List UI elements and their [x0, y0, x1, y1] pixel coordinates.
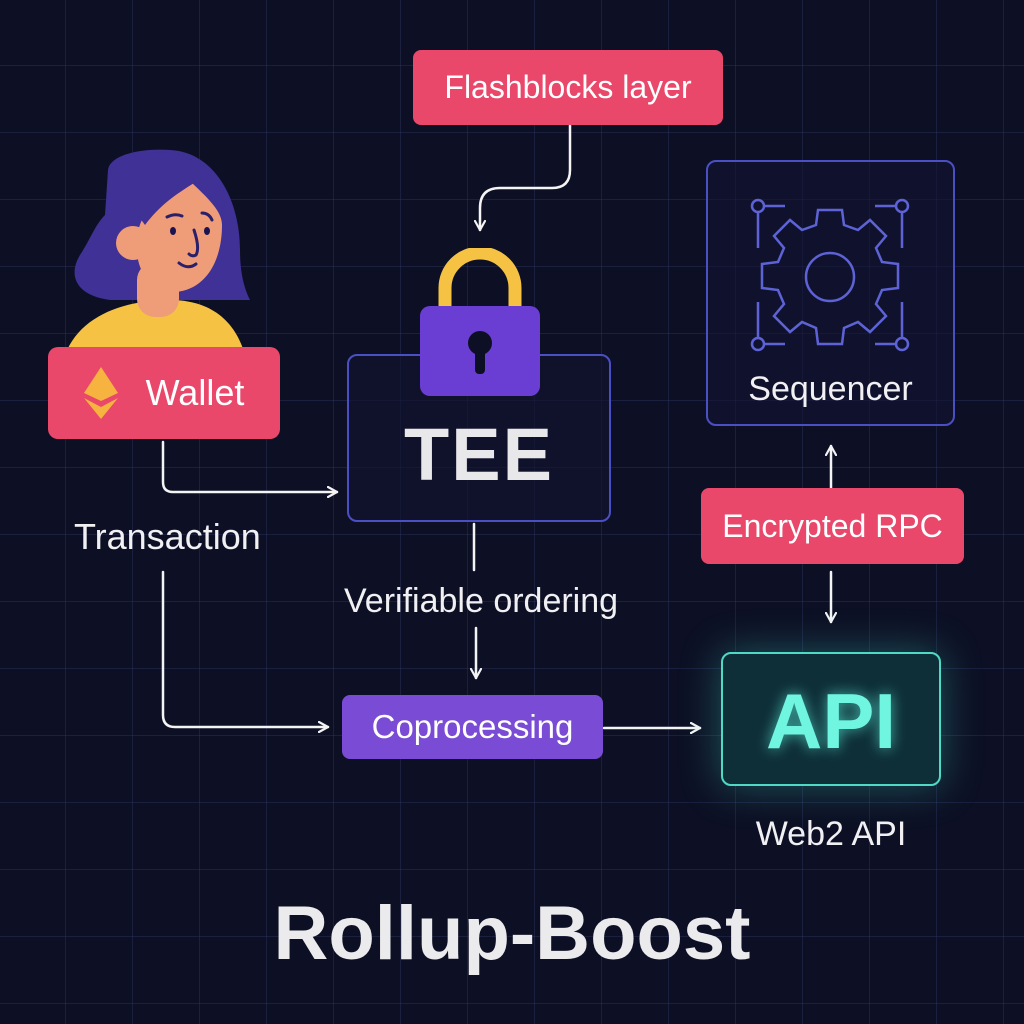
web2-api-caption: Web2 API [755, 815, 907, 853]
ear [116, 226, 150, 260]
eye-left [170, 227, 176, 235]
api-label: API [765, 677, 897, 765]
edge-wallet-tee [161, 440, 339, 492]
face [137, 183, 222, 292]
wallet-node[interactable]: Wallet [48, 347, 280, 439]
tee-label: TEE [404, 413, 554, 496]
hair [74, 149, 250, 300]
encrypted-rpc-label: Encrypted RPC [722, 507, 943, 544]
ethereum-icon [83, 367, 118, 419]
neck [137, 262, 179, 317]
coprocessing-label: Coprocessing [371, 708, 574, 745]
padlock-icon [420, 248, 540, 396]
sequencer-node[interactable] [706, 160, 955, 426]
verifiable-ordering-label: Verifiable ordering [344, 582, 619, 620]
gear-circuit-icon [750, 198, 910, 352]
diagram-title: Rollup-Boost [273, 891, 751, 976]
sequencer-label: Sequencer [748, 370, 913, 408]
api-node[interactable] [721, 652, 941, 786]
flashblocks-layer-node[interactable]: Flashblocks layer [413, 50, 723, 125]
flashblocks-layer-label: Flashblocks layer [444, 69, 692, 105]
hair-bangs [108, 152, 225, 225]
coprocessing-node[interactable]: Coprocessing [342, 695, 603, 759]
transaction-label: Transaction [74, 516, 261, 557]
edge-flashblocks-tee [480, 123, 572, 232]
edge-transaction-coprocessing [161, 570, 330, 727]
encrypted-rpc-node[interactable]: Encrypted RPC [701, 488, 964, 564]
eye-right [204, 227, 210, 235]
wallet-label: Wallet [145, 372, 245, 413]
